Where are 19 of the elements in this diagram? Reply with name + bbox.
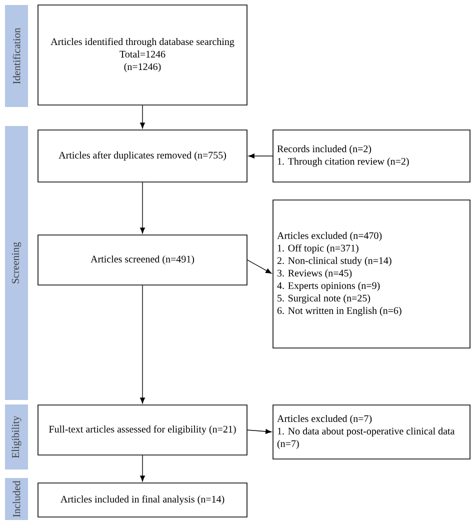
process-box: Full-text articles assessed for eligibility (n=21): [38, 404, 248, 456]
stage-band: Identification: [5, 5, 28, 107]
arrow: [140, 182, 145, 234]
arrow: [247, 429, 272, 434]
stage-band: Eligibility: [5, 404, 28, 470]
process-box: Articles excluded (n=470) 1. Off topic (n=371) 2. Non-clinical study (n=14) 3. Reviews (n=45) 4. Experts opinions (n=9) 5. Surgical note (n=25) 6. Not written in English (n=6): [272, 200, 470, 348]
process-box: Articles excluded (n=7) 1. No data about post-operative clinical data (n=7): [272, 404, 470, 460]
process-box: Articles screened (n=491): [38, 234, 248, 286]
arrow: [140, 105, 145, 129]
process-box: Articles included in final analysis (n=14): [38, 482, 248, 518]
arrow: [248, 154, 273, 158]
process-box: Articles after duplicates removed (n=755): [38, 130, 248, 182]
process-box: Records included (n=2) 1. Through citation review (n=2): [272, 130, 470, 182]
stage-band: Screening: [5, 126, 28, 400]
arrow: [247, 260, 272, 274]
process-box: Articles identified through database searching Total=1246 (n=1246): [38, 4, 248, 106]
arrow: [140, 455, 145, 482]
arrow: [140, 285, 145, 404]
stage-band: Included: [5, 478, 28, 520]
